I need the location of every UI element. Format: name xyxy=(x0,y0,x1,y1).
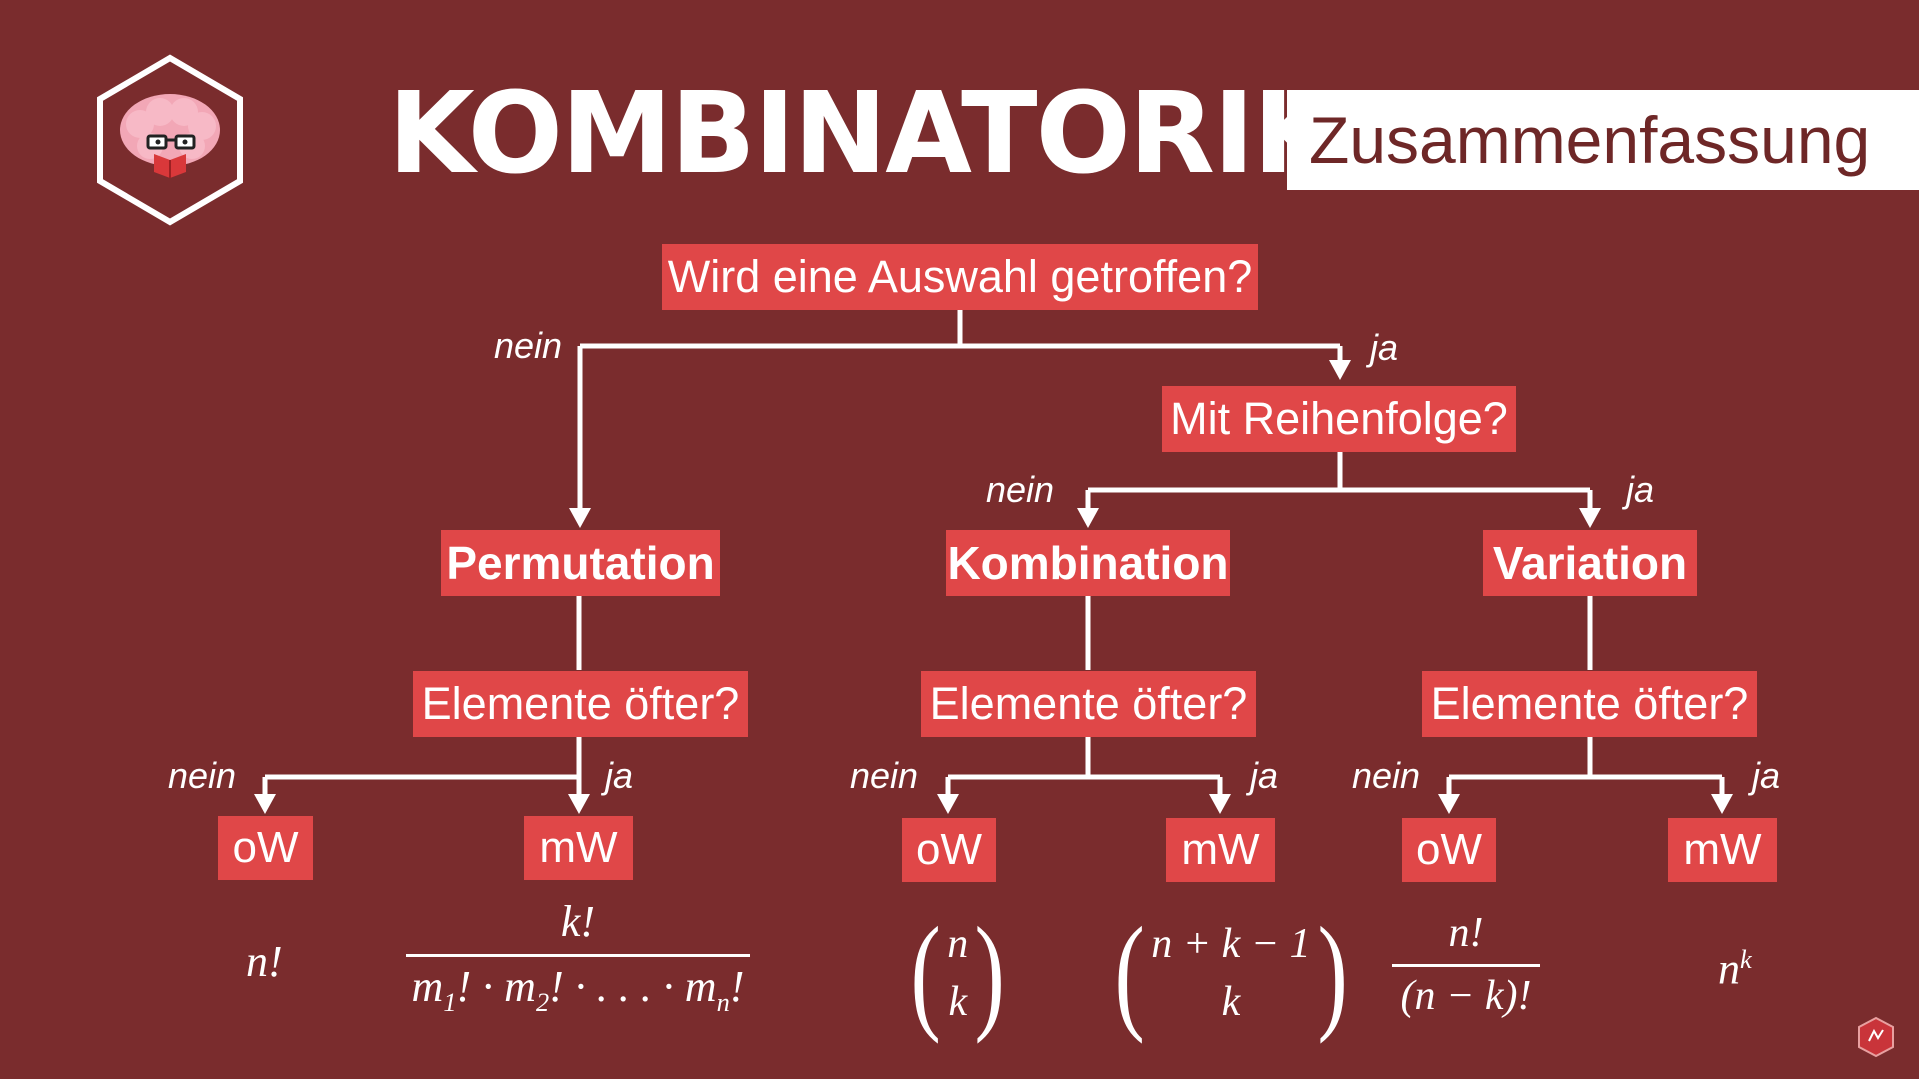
binom-bottom: k xyxy=(1221,979,1241,1025)
binom-top: n + k − 1 xyxy=(1151,921,1311,967)
arrowhead-komb-mw xyxy=(1209,794,1231,814)
arrowhead-perm-ow xyxy=(254,794,276,814)
branch-label-reihenfolge-ja: ja xyxy=(1626,469,1655,510)
formula-permutation-ow: n! xyxy=(246,937,283,986)
leaf-var-mw: mW xyxy=(1668,818,1777,882)
corner-hexagon-icon xyxy=(1858,1016,1894,1058)
binom-bottom: k xyxy=(948,979,968,1025)
fraction-line xyxy=(406,954,750,957)
leaf-var-ow: oW xyxy=(1402,818,1496,882)
binom-right-paren: ) xyxy=(1317,901,1348,1045)
arrowhead-perm-mw xyxy=(568,794,590,814)
formula-variation-ow-denominator: (n − k)! xyxy=(1400,973,1532,1019)
subtitle-text: Zusammenfassung xyxy=(1309,103,1871,177)
branch-label-perm-ja: ja xyxy=(605,755,634,796)
branch-label-reihenfolge-nein: nein xyxy=(986,469,1055,510)
binom-col: n k xyxy=(947,923,968,1023)
formula-kombination-mw: ( n + k − 1 k ) xyxy=(1108,908,1354,1038)
method-permutation: Permutation xyxy=(441,530,720,596)
subtitle-banner: Zusammenfassung xyxy=(1287,90,1919,190)
formula-permutation-mw: k! m1! · m2! · . . . · mn! xyxy=(406,900,750,1015)
branch-label-komb-ja: ja xyxy=(1250,755,1279,796)
arrowhead-reihenfolge xyxy=(1329,360,1351,380)
fraction-line xyxy=(1392,964,1540,967)
formula-kombination-ow: ( n k ) xyxy=(904,908,1012,1038)
arrowhead-komb-ow xyxy=(937,794,959,814)
question-reihenfolge: Mit Reihenfolge? xyxy=(1162,386,1516,452)
question-elemente-permutation: Elemente öfter? xyxy=(413,671,748,737)
branch-label-auswahl-ja: ja xyxy=(1370,327,1399,368)
binom-col: n + k − 1 k xyxy=(1151,923,1310,1023)
branch-label-komb-nein: nein xyxy=(850,755,919,796)
page-title: KOMBINATORIK xyxy=(388,69,1339,199)
binom-right-paren: ) xyxy=(974,901,1006,1045)
arrowhead-var-ow xyxy=(1438,794,1460,814)
leaf-perm-ow: oW xyxy=(218,816,313,880)
arrowhead-var-mw xyxy=(1711,794,1733,814)
question-elemente-kombination: Elemente öfter? xyxy=(921,671,1256,737)
leaf-komb-ow: oW xyxy=(902,818,996,882)
binom-left-paren: ( xyxy=(910,901,941,1045)
hexagon-logo-icon xyxy=(97,54,243,226)
arrowhead-kombination xyxy=(1077,508,1099,528)
binom-top: n xyxy=(947,921,969,967)
formula-variation-ow-numerator: n! xyxy=(1448,910,1484,956)
branch-label-var-nein: nein xyxy=(1352,755,1421,796)
brain-reading-book-icon xyxy=(120,94,220,178)
formula-variation-ow: n! (n − k)! xyxy=(1392,912,1540,1017)
arrowhead-permutation xyxy=(569,508,591,528)
question-elemente-variation: Elemente öfter? xyxy=(1422,671,1757,737)
arrowhead-variation xyxy=(1579,508,1601,528)
leaf-komb-mw: mW xyxy=(1166,818,1275,882)
formula-variation-mw: nk xyxy=(1718,944,1752,994)
question-auswahl: Wird eine Auswahl getroffen? xyxy=(662,244,1258,310)
logo xyxy=(97,54,243,226)
branch-label-auswahl-nein: nein xyxy=(494,325,563,366)
formula-permutation-mw-numerator: k! xyxy=(560,897,596,946)
binom-left-paren: ( xyxy=(1114,901,1145,1045)
leaf-perm-mw: mW xyxy=(524,816,633,880)
formula-permutation-mw-denominator: m1! · m2! · . . . · mn! xyxy=(411,962,745,1017)
branch-label-perm-nein: nein xyxy=(168,755,237,796)
method-kombination: Kombination xyxy=(946,530,1230,596)
method-variation: Variation xyxy=(1483,530,1697,596)
branch-label-var-ja: ja xyxy=(1752,755,1781,796)
